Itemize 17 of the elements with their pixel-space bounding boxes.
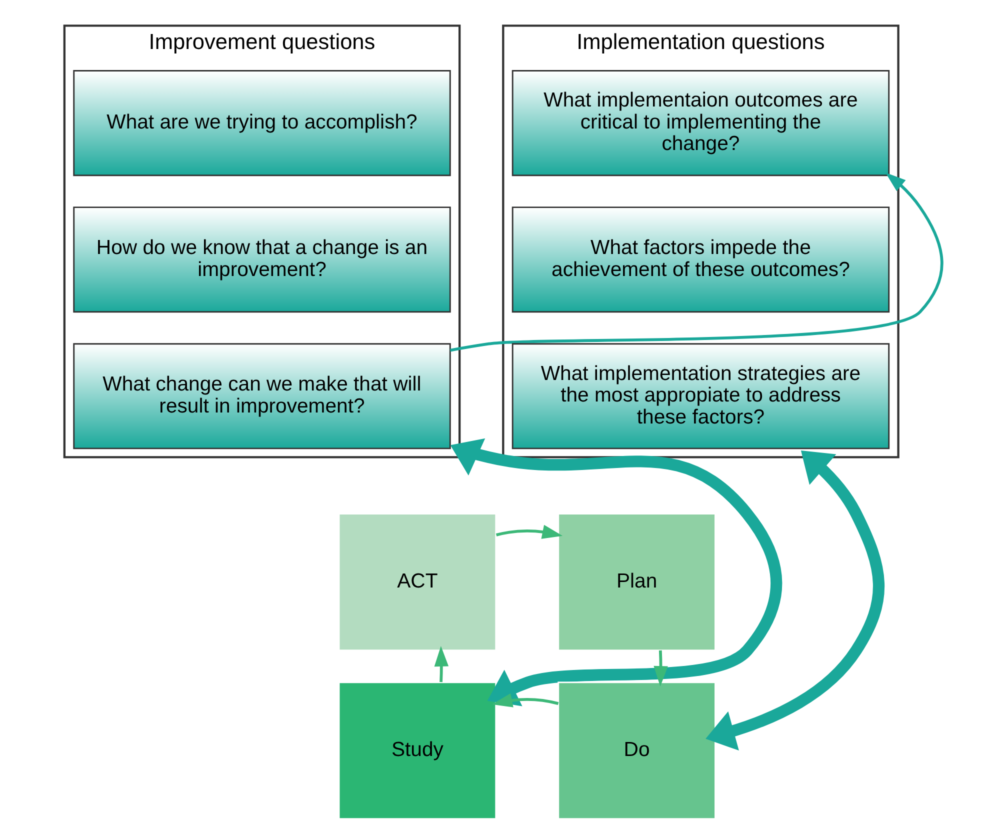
node-box: What implementation strategies are the most appropiate to address these factors? (511, 343, 890, 450)
arrow (449, 172, 943, 352)
arrow (491, 693, 558, 708)
node-box: What are we trying to accomplish? (72, 70, 450, 176)
arrow (450, 438, 782, 706)
node-box: Study (338, 682, 496, 820)
node-box: What implementaion outcomes are critical to implementing the change? (511, 70, 890, 176)
node-box: What factors impede the achievement of these outcomes? (511, 206, 890, 313)
node-box: ACT (338, 513, 496, 652)
arrow (705, 450, 884, 751)
arrow (653, 650, 668, 686)
node-box: Plan (557, 513, 716, 652)
node-box: What change can we make that will result in improvement? (72, 343, 450, 450)
node-box: Do (557, 682, 716, 820)
arrow (434, 646, 448, 682)
node-box: How do we know that a change is an improvement? (72, 206, 450, 313)
arrow (495, 524, 562, 539)
